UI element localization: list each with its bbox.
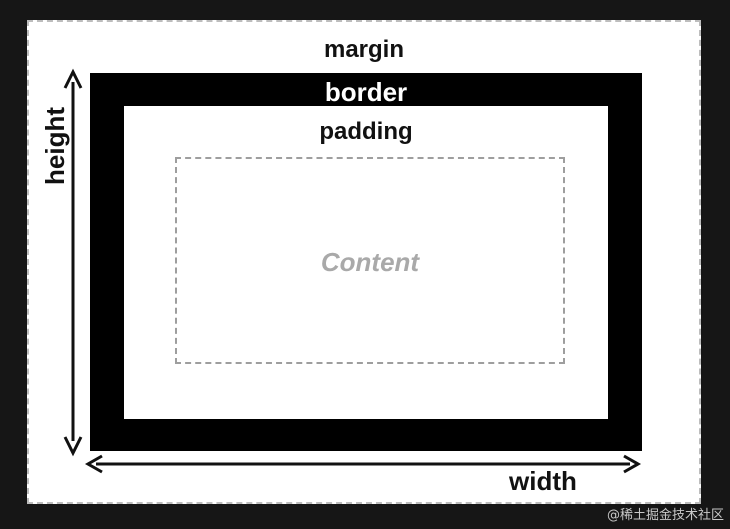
content-area: Content <box>175 157 565 364</box>
border-area: border padding Content <box>90 73 642 451</box>
border-label: border <box>324 77 408 107</box>
height-label: height <box>40 107 70 185</box>
padding-area: padding Content <box>124 106 608 419</box>
margin-label: margin <box>323 36 404 63</box>
margin-area: margin border padding Content <box>27 20 701 504</box>
width-label: width <box>509 466 577 496</box>
width-arrow <box>84 454 642 474</box>
height-arrow <box>63 68 83 457</box>
content-label: Content <box>320 247 420 277</box>
padding-label: padding <box>319 118 413 145</box>
watermark: @稀土掘金技术社区 <box>606 508 724 523</box>
